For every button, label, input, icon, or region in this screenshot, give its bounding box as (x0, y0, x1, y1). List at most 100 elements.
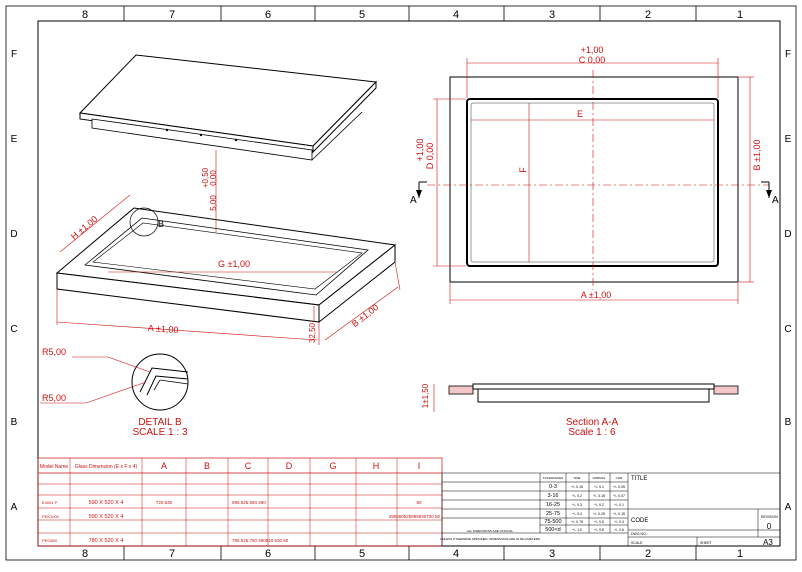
tolerance-cell: +/- 0.1 (614, 503, 624, 507)
row-label: B (785, 417, 792, 428)
row-label: C (784, 324, 791, 335)
tolerance-cell: 75-500 (544, 519, 561, 525)
table-value: 490560525595630720 50 (389, 514, 441, 519)
dim-top-tol: +1,00 (581, 45, 604, 55)
section-aa-view (433, 383, 739, 412)
row-label: E (785, 134, 792, 145)
tolerance-cell: +/- 0.15 (571, 485, 583, 489)
dimension-table-grid (37, 457, 443, 547)
dim-iso-height: 32,50 (308, 322, 317, 343)
table-value: 720 630 (156, 500, 173, 505)
row-label: C (10, 324, 17, 335)
tolerance-header: NORMAL (593, 476, 606, 480)
dim-iso-depth: 5,00 (209, 195, 218, 211)
column-label: 7 (169, 9, 175, 21)
tolerance-cell: 0-3 (549, 484, 557, 490)
column-label: 3 (549, 9, 555, 21)
column-label: 7 (169, 548, 175, 560)
table-header-cell: G (329, 461, 336, 471)
iso-dimensions (56, 150, 401, 345)
table-model: PEK1000 (42, 514, 60, 519)
tolerance-cell: 500<d (545, 527, 560, 533)
table-header-cell: C (245, 461, 252, 471)
dim-left-d: D 0,00 (425, 143, 435, 170)
scale-label: SCALE (631, 541, 643, 545)
note-official: ALL DIMENSIONS ARE OFFICIAL (467, 529, 514, 533)
column-label: 2 (645, 548, 651, 560)
column-label: 4 (453, 9, 459, 21)
column-ticks (123, 6, 697, 560)
tolerance-cell: +/- 0.6 (614, 528, 624, 532)
tolerance-cell: +/- 1.0 (572, 528, 582, 532)
table-value: 785 525 750 490910 630 60 (232, 538, 289, 543)
tolerance-cell: +/- 0.75 (571, 520, 583, 524)
row-label: D (784, 229, 791, 240)
title-block-grid (441, 472, 781, 547)
dim-bottom-a: A ±1,00 (581, 290, 611, 300)
column-label: 8 (82, 9, 88, 21)
dim-left-tol: +1,00 (415, 139, 425, 162)
tolerance-cell: 16-25 (546, 502, 560, 508)
detail-b-view (40, 353, 189, 411)
tolerance-cell: +/- 0.07 (613, 494, 625, 498)
dim-r2: R5,00 (42, 393, 66, 403)
tolerance-cell: 3-16 (547, 493, 558, 499)
table-header-cell: B (204, 461, 210, 471)
row-label: D (10, 229, 17, 240)
revision-value: 0 (767, 522, 772, 531)
table-model: PEG800 (42, 538, 58, 543)
table-header-cell: H (373, 461, 380, 471)
column-label: 1 (737, 9, 743, 21)
row-label: A (785, 502, 792, 513)
tolerance-cell: +/- 0.15 (613, 512, 625, 516)
iso-frame-view (55, 207, 397, 324)
column-label: 6 (265, 9, 271, 21)
tolerance-cell: +/- 0.3 (572, 503, 582, 507)
revision-label: REVISION (761, 515, 778, 519)
title-label: TITLE (631, 476, 647, 482)
column-label: 6 (265, 548, 271, 560)
dim-iso-a: A ±1,00 (148, 323, 179, 335)
tolerance-cell: +/- 0.8 (594, 528, 604, 532)
table-glass: 590 X 520 X 4 (89, 500, 124, 506)
dim-top-c: C 0,00 (579, 55, 606, 65)
table-glass: 780 X 520 X 4 (89, 538, 124, 544)
dim-r1: R5,00 (42, 347, 66, 357)
detail-tag: B (158, 219, 164, 229)
row-label: F (785, 49, 791, 60)
dim-iso-depth-tol: +0,50 (201, 167, 210, 188)
tolerance-cell: +/- 0.5 (594, 520, 604, 524)
table-value: 60 (416, 500, 422, 505)
tolerance-cell: +/- 0.4 (572, 512, 582, 516)
section-marker-right: A (772, 195, 779, 206)
table-header-cell: Glass Dimension (E x F x 4) (75, 464, 138, 470)
row-label: F (11, 49, 17, 60)
row-label: E (11, 134, 18, 145)
section-scale: Scale 1 : 6 (568, 427, 616, 438)
column-label: 2 (645, 9, 651, 21)
tolerance-header: COR (616, 476, 624, 480)
table-header-cell: I (418, 461, 421, 471)
dwg-no-label: DWG NO.: (631, 532, 648, 536)
front-view (416, 58, 772, 304)
column-label: 8 (82, 548, 88, 560)
row-label: B (11, 417, 18, 428)
column-label: 5 (359, 9, 365, 21)
column-label: 3 (549, 548, 555, 560)
dim-f: F (518, 167, 528, 173)
detail-scale: SCALE 1 : 3 (132, 427, 187, 438)
dim-e: E (577, 109, 583, 119)
section-marker-left: A (410, 195, 417, 206)
tolerance-header: TOLERANCES (543, 476, 563, 480)
dim-right-b: B ±1,00 (752, 140, 762, 171)
section-caption: Section A-A (566, 417, 619, 428)
tolerance-cell: 25-75 (546, 511, 560, 517)
table-header-cell: A (161, 461, 167, 471)
dim-iso-depth-zero: 0,00 (209, 170, 218, 186)
code-label: CODE (631, 518, 648, 524)
column-label: 4 (453, 548, 459, 560)
note-units: UNLESS OTHERWISE SPECIFIED, DIMENSIONS A… (440, 537, 540, 541)
